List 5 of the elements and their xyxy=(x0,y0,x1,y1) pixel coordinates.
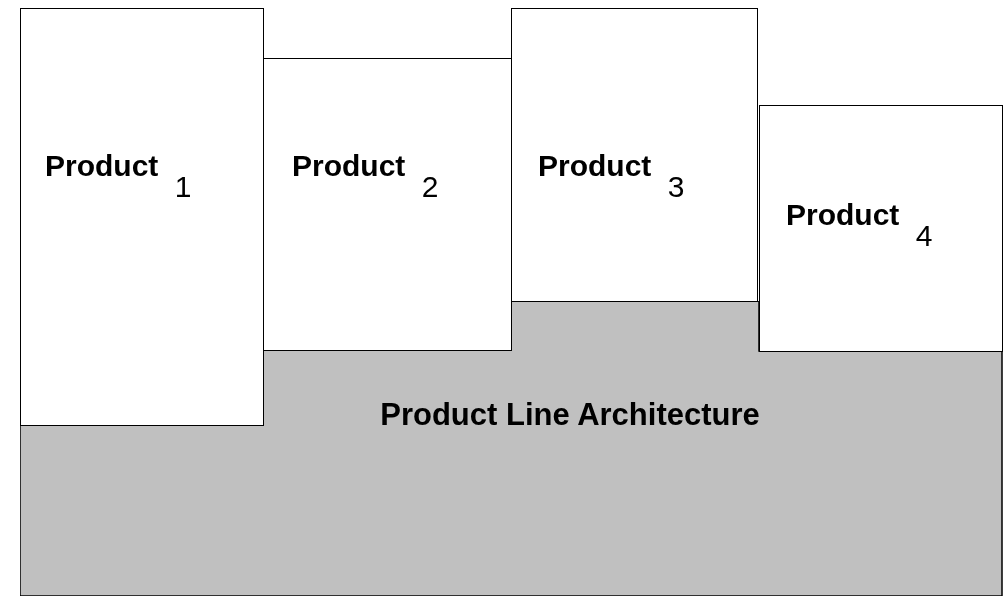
product-box xyxy=(759,105,1003,352)
architecture-label: Product Line Architecture xyxy=(380,397,760,433)
product-box xyxy=(263,58,512,351)
product-box xyxy=(511,8,758,302)
product-box xyxy=(20,8,264,426)
